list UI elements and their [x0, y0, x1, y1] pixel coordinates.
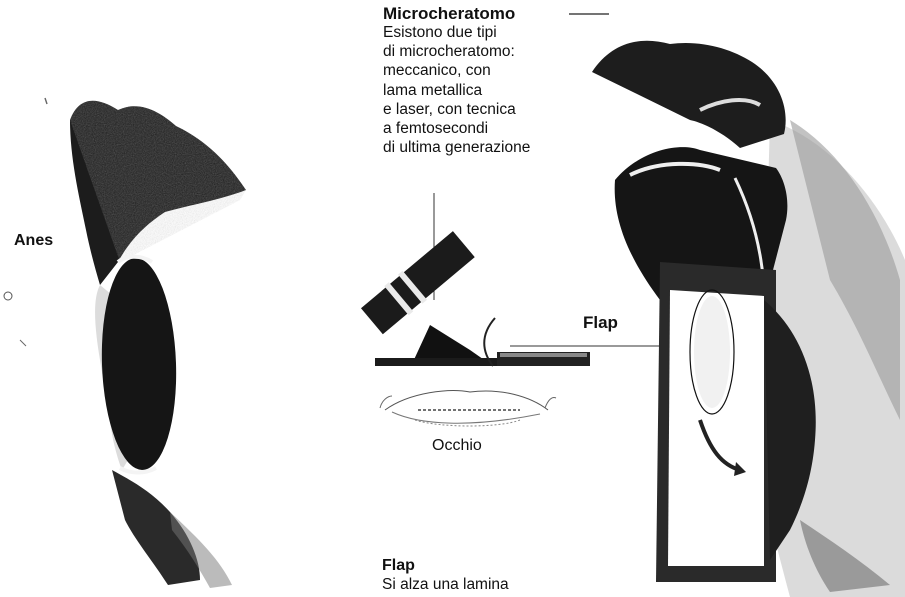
- flap-label: Flap: [583, 313, 618, 333]
- microcheratomo-line: di microcheratomo:: [383, 42, 623, 61]
- left-dark-bottom: [112, 470, 200, 585]
- microcheratomo-annotation: Microcheratomo Esistono due tipi di micr…: [383, 4, 623, 157]
- microcheratomo-title: Microcheratomo: [383, 4, 623, 23]
- microcheratomo-line: meccanico, con: [383, 61, 623, 80]
- left-figure: [4, 98, 246, 588]
- anesthesia-ellipse: [98, 257, 179, 471]
- microcheratomo-line: Esistono due tipi: [383, 23, 623, 42]
- flap-caption: Flap Si alza una lamina: [382, 556, 582, 594]
- flap-caption-title: Flap: [382, 556, 582, 575]
- microcheratomo-line: di ultima generazione: [383, 138, 623, 157]
- eye-label: Occhio: [432, 437, 482, 455]
- eye-sketch: [380, 391, 556, 426]
- microcheratomo-line: a femtosecondi: [383, 119, 623, 138]
- flap-caption-text: Si alza una lamina: [382, 575, 582, 594]
- anesthesia-label: Anes: [14, 232, 53, 250]
- microcheratomo-line: e laser, con tecnica: [383, 100, 623, 119]
- microcheratomo-line: lama metallica: [383, 81, 623, 100]
- right-figure: [592, 41, 905, 597]
